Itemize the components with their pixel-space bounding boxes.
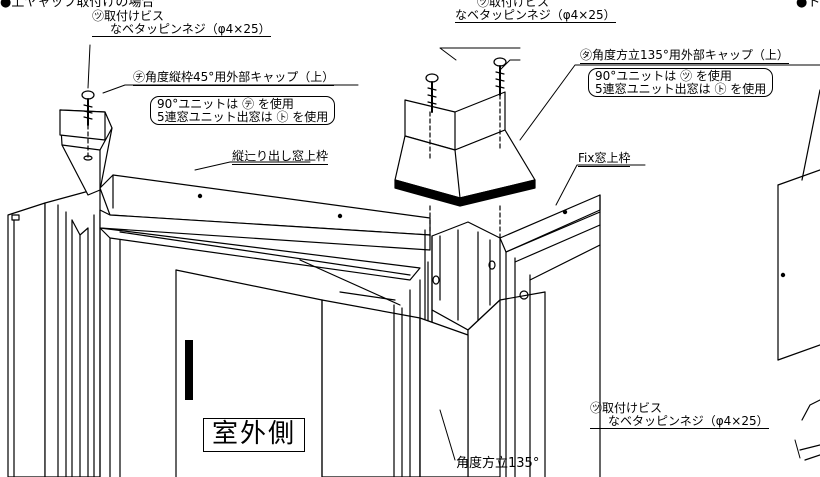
fix-frame (499, 194, 601, 477)
screw-label-bottom: ㋡取付けビス なベタッピンネジ（φ4×25） (590, 401, 769, 430)
screw-label-top: ㋡取付けビス なベタッピンネジ（φ4×25） (455, 0, 616, 24)
right-title: ●ト (796, 0, 820, 10)
front-panel (321, 299, 469, 477)
outside-label: 室外側 (203, 418, 306, 453)
cap-135-center (394, 91, 536, 239)
upper-frame (99, 174, 431, 306)
cap135-label: ㋟角度方立135°用外部キャップ（上） (580, 48, 789, 64)
left-title: ●上ヤャップ取付けの場合 (0, 0, 155, 10)
fix-frame-label: Fix窓上枠 (578, 151, 631, 167)
upper-frame-label: 縦辷り出し窓上枠 (232, 149, 329, 165)
cap45-note: 90°ユニットは ㋢ を使用 5連窓ユニット出窓は ㋣ を使用 (150, 96, 336, 126)
mullion-label: 角度方立135° (456, 456, 540, 471)
screw-label-left: ㋡取付けビス なベタッピンネジ（φ4×25） (92, 9, 271, 38)
left-corner-post (44, 187, 101, 477)
screw-top-left (425, 73, 439, 113)
screw-top-right (493, 57, 507, 96)
cap135-note: 90°ユニットは ㋡ を使用 5連窓ユニット出窓は ㋣ を使用 (588, 68, 774, 98)
screw-left (81, 90, 95, 161)
right-view-panel (777, 89, 820, 461)
cap45-label: ㋠角度縦枠45°用外部キャップ（上） (133, 70, 335, 86)
left-wall-panel (7, 202, 46, 477)
cap-45-left (59, 109, 113, 196)
